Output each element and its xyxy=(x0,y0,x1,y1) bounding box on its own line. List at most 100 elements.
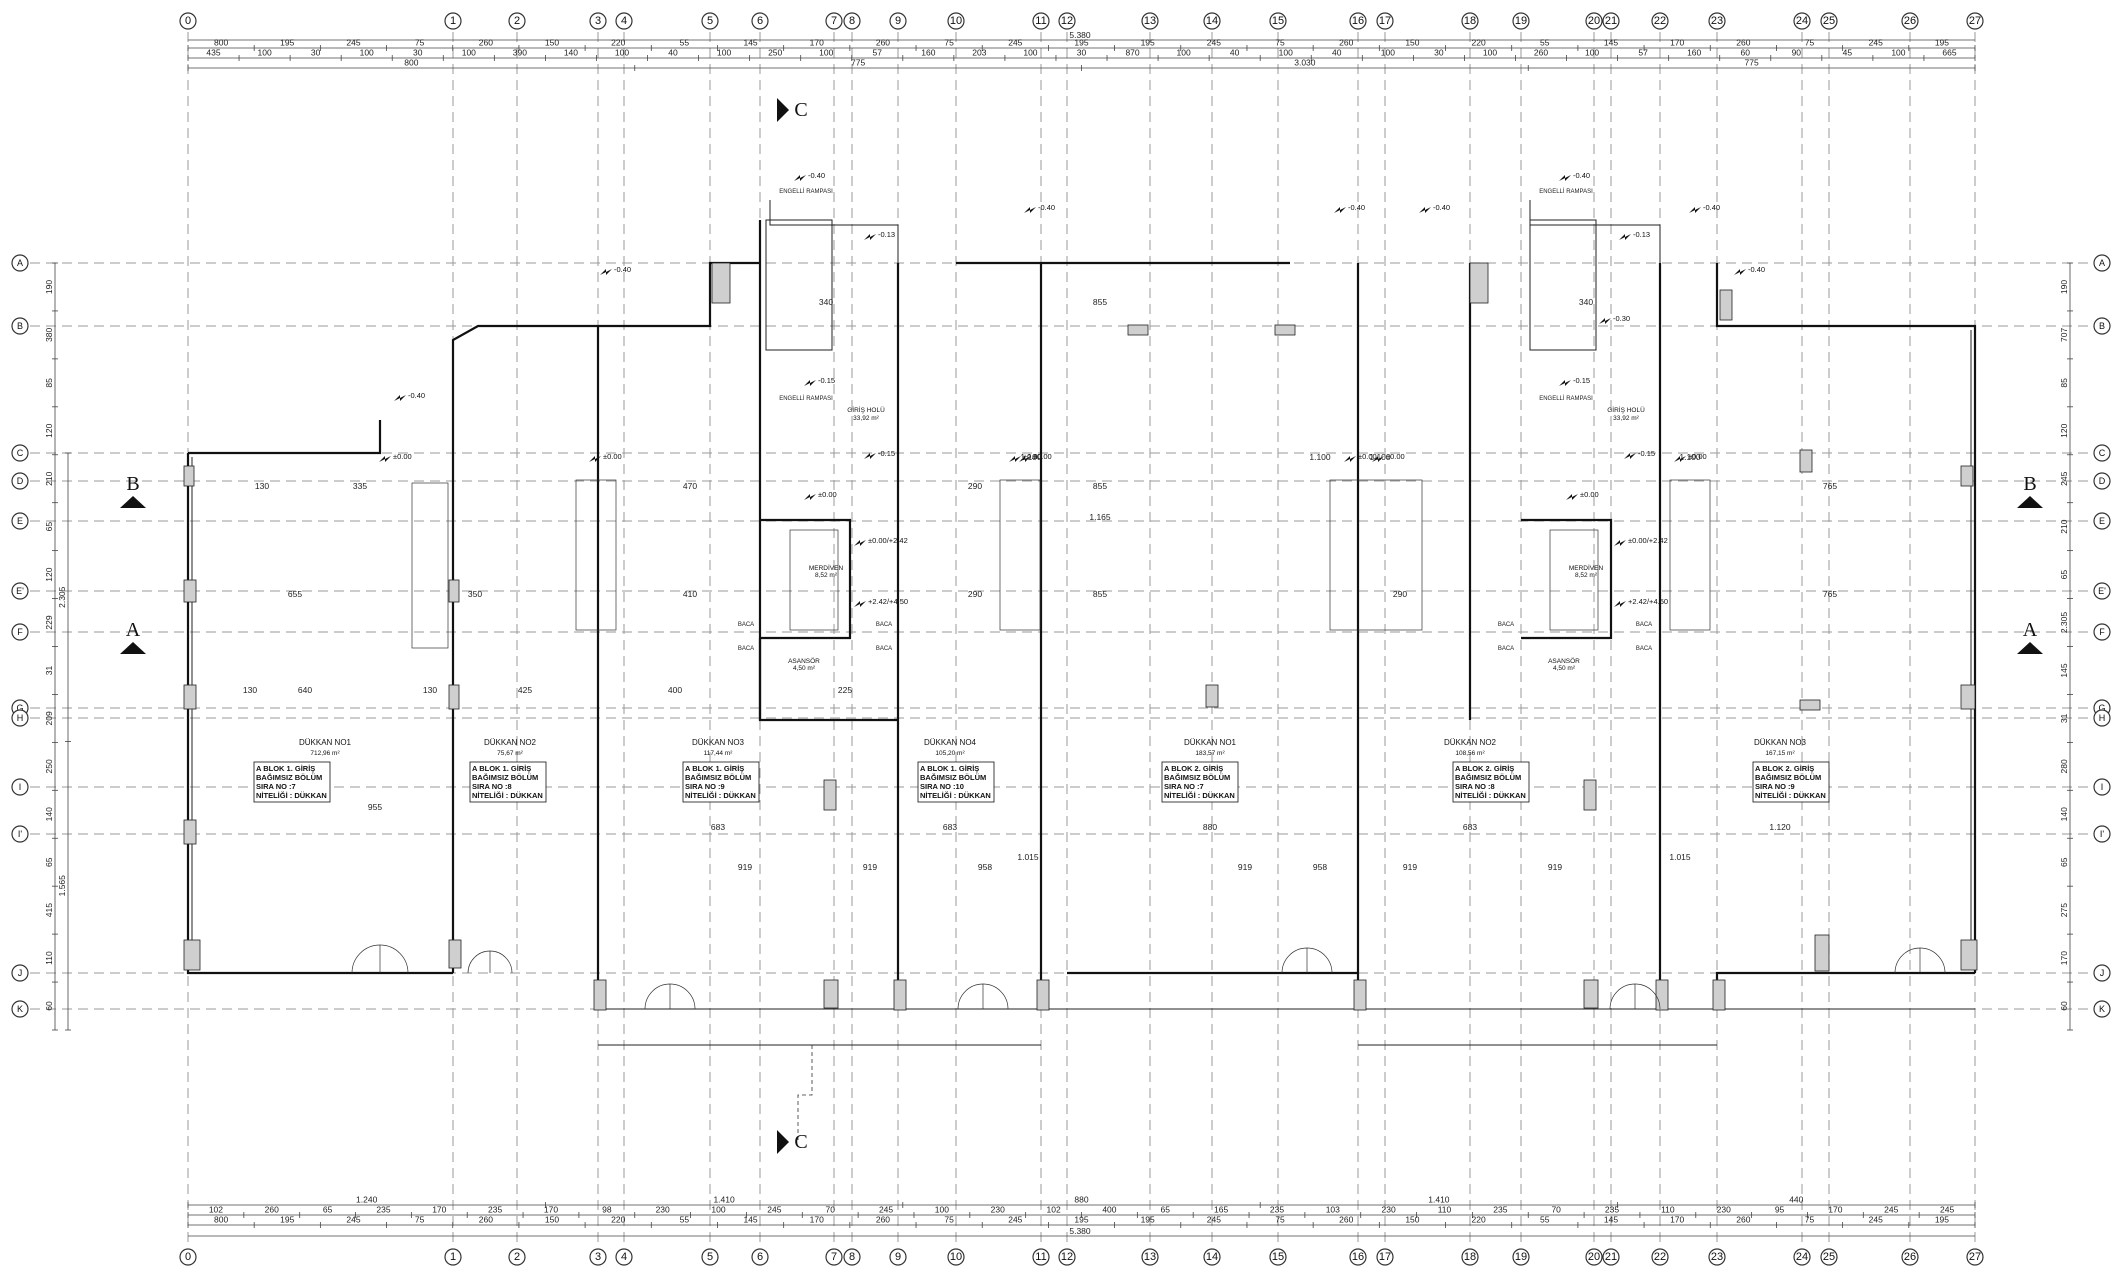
dim-value: 160 xyxy=(1687,48,1701,58)
unit-number: SIRA NO :10 xyxy=(920,782,964,791)
grid-bubble-row-I': I' xyxy=(11,825,29,843)
dim-value: 75 xyxy=(1275,38,1285,48)
dim-value: 98 xyxy=(602,1205,612,1215)
level-mark: -0.15 xyxy=(1624,449,1655,459)
dim-value: 245 xyxy=(346,38,360,48)
unit-number: SIRA NO :7 xyxy=(1164,782,1204,791)
room-area: 167,15 m² xyxy=(1765,750,1795,757)
dim-value: 245 xyxy=(1869,1215,1883,1225)
interior-dim: 1.120 xyxy=(1769,822,1791,832)
unit-block: A BLOK 2. GİRİŞ xyxy=(1164,764,1223,773)
dim-value: 775 xyxy=(851,58,865,68)
grid-bubble-row-A: A xyxy=(11,254,29,272)
section-mark-c: C xyxy=(777,98,808,122)
grid-bubble-row-E: E xyxy=(11,512,29,530)
level-value: -0.40 xyxy=(408,391,425,400)
grid-bubble-row-K: K xyxy=(2093,1000,2111,1018)
grid-bubble-col-24: 24 xyxy=(1793,1248,1811,1266)
dim-value: 230 xyxy=(656,1205,670,1215)
unit-type: BAĞIMSIZ BÖLÜM xyxy=(1164,773,1230,782)
level-mark: +2.42/+4.50 xyxy=(1614,597,1668,607)
grid-bubble-row-B: B xyxy=(11,317,29,335)
interior-dim: 1.100 xyxy=(1369,452,1391,462)
grid-bubble-col-16: 16 xyxy=(1349,1248,1367,1266)
dim-value: 245 xyxy=(1869,38,1883,48)
dim-value: 400 xyxy=(1102,1205,1116,1215)
grid-label: D xyxy=(17,476,24,486)
shaft-label: BACA xyxy=(876,622,892,628)
interior-dim: 130 xyxy=(243,685,257,695)
level-mark: +2.42/+4.50 xyxy=(854,597,908,607)
section-label: B xyxy=(2023,473,2036,495)
dim-value: 260 xyxy=(1736,1215,1750,1225)
dim-value: 800 xyxy=(214,1215,228,1225)
interior-dim: 290 xyxy=(968,589,982,599)
grid-label: 10 xyxy=(950,1251,962,1263)
grid-bubble-row-B: B xyxy=(2093,317,2111,335)
section-mark-c: C xyxy=(777,1130,808,1154)
dim-value: 220 xyxy=(1472,1215,1486,1225)
dim-value: 60 xyxy=(1741,48,1751,58)
dim-value: 195 xyxy=(1935,1215,1949,1225)
dim-value: 70 xyxy=(825,1205,835,1215)
level-value: ±0.00 xyxy=(1688,452,1707,461)
grid-bubble-col-3: 3 xyxy=(589,12,607,30)
grid-bubble-col-8: 8 xyxy=(843,12,861,30)
dim-value: 31 xyxy=(44,665,54,675)
grid-bubble-col-26: 26 xyxy=(1901,1248,1919,1266)
grid-label: H xyxy=(17,713,24,723)
grid-label: D xyxy=(2099,476,2106,486)
level-value: ±0.00 xyxy=(818,490,837,499)
dim-value: 145 xyxy=(743,1215,757,1225)
interior-dim: 919 xyxy=(738,862,752,872)
unit-number: SIRA NO :9 xyxy=(685,782,725,791)
level-value: -0.40 xyxy=(1703,203,1720,212)
interior-dim: 919 xyxy=(863,862,877,872)
section-label: C xyxy=(794,1131,807,1153)
interior-dim: 640 xyxy=(298,685,312,695)
grid-label: 21 xyxy=(1605,15,1617,27)
level-mark: ±0.00 xyxy=(1009,452,1042,462)
grid-bubble-col-21: 21 xyxy=(1602,12,1620,30)
dim-value: 220 xyxy=(1472,38,1486,48)
grid-label: 23 xyxy=(1711,1251,1723,1263)
ramp-label: ENGELLİ RAMPASI xyxy=(1539,395,1593,402)
grid-bubble-col-13: 13 xyxy=(1141,1248,1159,1266)
shaft-label: BACA xyxy=(738,646,754,652)
dim-value: 245 xyxy=(346,1215,360,1225)
grid-bubble-col-22: 22 xyxy=(1651,12,1669,30)
dim-value: 65 xyxy=(44,522,54,532)
dim-value: 60 xyxy=(2059,1001,2069,1011)
dim-value: 245 xyxy=(879,1205,893,1215)
dim-value: 260 xyxy=(1534,48,1548,58)
unit-type: BAĞIMSIZ BÖLÜM xyxy=(1755,773,1821,782)
dim-value: 100 xyxy=(819,48,833,58)
dim-value: 170 xyxy=(810,38,824,48)
dim-value: 235 xyxy=(488,1205,502,1215)
grid-bubble-col-5: 5 xyxy=(701,1248,719,1266)
dim-value: 40 xyxy=(1230,48,1240,58)
room-area: 183,57 m² xyxy=(1195,750,1225,757)
interior-dim: 335 xyxy=(353,481,367,491)
dim-value: 800 xyxy=(404,58,418,68)
dim-value: 210 xyxy=(2059,519,2069,533)
grid-label: 16 xyxy=(1352,1251,1364,1263)
grid-bubble-col-16: 16 xyxy=(1349,12,1367,30)
interior-dim: 470 xyxy=(683,481,697,491)
grid-label: 18 xyxy=(1464,1251,1476,1263)
grid-bubble-col-27: 27 xyxy=(1966,1248,1984,1266)
dim-value: 75 xyxy=(1275,1215,1285,1225)
grid-label: 18 xyxy=(1464,15,1476,27)
dim-value: 65 xyxy=(2059,857,2069,867)
grid-label: E xyxy=(2099,516,2105,526)
level-value: -0.13 xyxy=(878,230,895,239)
grid-label: 3 xyxy=(595,15,601,27)
level-value: ±0.00 xyxy=(1023,452,1042,461)
dim-value: 75 xyxy=(415,38,425,48)
